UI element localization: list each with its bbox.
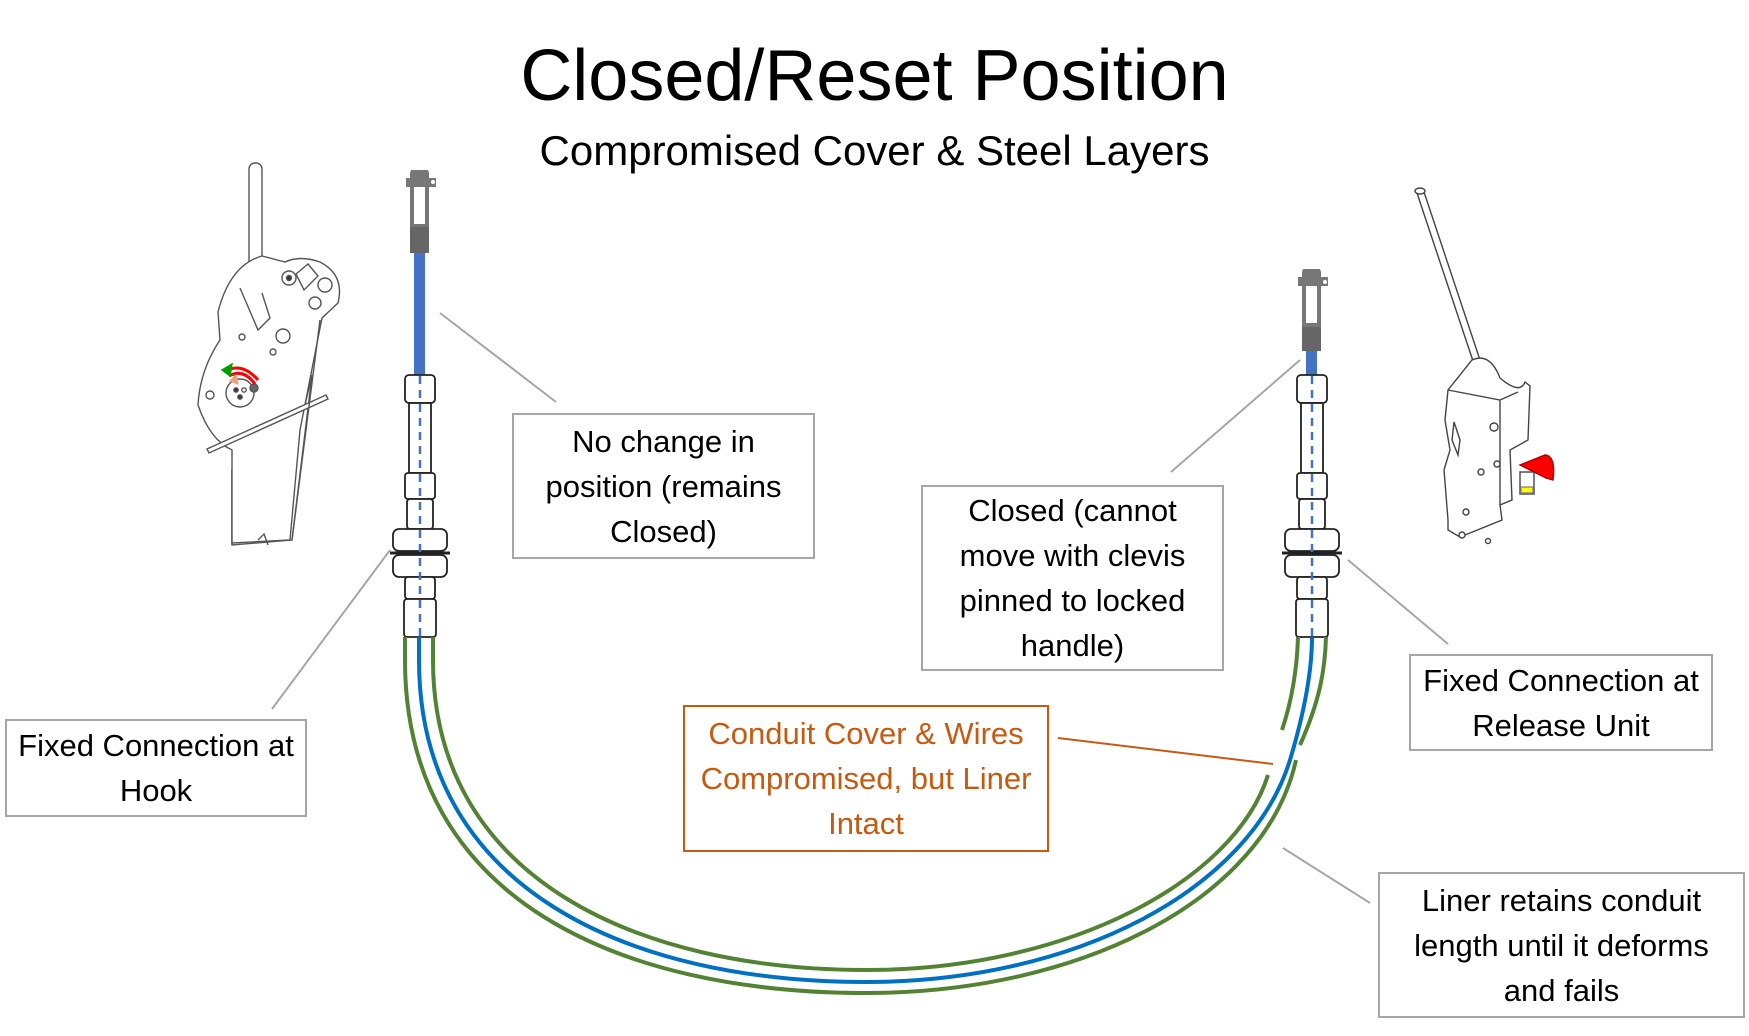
leader-liner <box>1282 847 1371 904</box>
conduit-cover-inner <box>431 637 1270 973</box>
callout-closed-clevis: Closed (cannot move with clevis pinned t… <box>921 485 1224 671</box>
hook-mechanism-icon <box>197 162 341 546</box>
right-cable-end <box>1282 269 1342 638</box>
conduit-cover-outer <box>403 637 1298 996</box>
leader-conduit <box>1057 737 1274 765</box>
callout-no-change: No change in position (remains Closed) <box>512 413 815 559</box>
liner <box>417 636 1314 985</box>
callout-release-connection-text: Fixed Connection at Release Unit <box>1423 662 1699 743</box>
left-core-rod <box>414 253 425 375</box>
callout-conduit-compromised: Conduit Cover & Wires Compromised, but L… <box>683 705 1049 852</box>
conduit-cover-outer-upper <box>1298 636 1328 746</box>
right-core-rod <box>1306 351 1317 375</box>
leader-hook <box>271 549 391 710</box>
callout-no-change-text: No change in position (remains Closed) <box>545 423 782 549</box>
page-subtitle: Compromised Cover & Steel Layers <box>539 127 1210 174</box>
leader-release <box>1347 559 1449 645</box>
callout-release-connection: Fixed Connection at Release Unit <box>1409 654 1713 751</box>
callout-liner-retains-text: Liner retains conduit length until it de… <box>1414 882 1709 1008</box>
release-unit-icon <box>1414 187 1555 545</box>
page-title: Closed/Reset Position <box>520 36 1229 116</box>
right-fitting <box>1282 374 1342 638</box>
left-cable-end <box>390 170 450 638</box>
leader-closed <box>1170 359 1301 473</box>
left-clevis-icon <box>406 170 436 253</box>
callout-hook-connection: Fixed Connection at Hook <box>5 719 307 817</box>
leader-no-change <box>439 312 557 403</box>
callout-hook-connection-text: Fixed Connection at Hook <box>18 728 294 808</box>
leader-lines <box>271 312 1449 904</box>
conduit-cover-inner-upper <box>1280 636 1300 731</box>
callout-closed-clevis-text: Closed (cannot move with clevis pinned t… <box>959 493 1186 663</box>
callout-liner-retains: Liner retains conduit length until it de… <box>1378 872 1745 1018</box>
callout-conduit-compromised-text: Conduit Cover & Wires Compromised, but L… <box>700 716 1032 841</box>
right-clevis-icon <box>1298 269 1328 351</box>
